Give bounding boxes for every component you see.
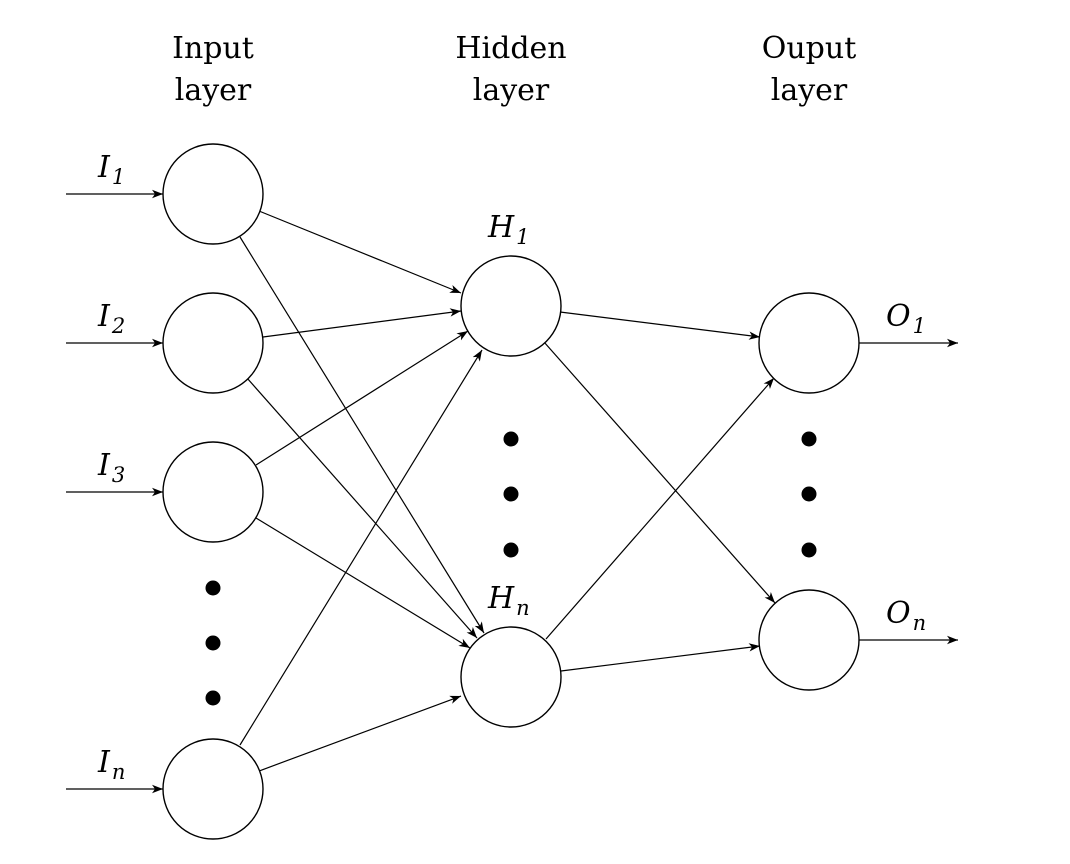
output-layer-title-line2: layer	[771, 73, 848, 108]
input-node-1	[162, 143, 264, 245]
hidden-label-n-sub: n	[516, 596, 530, 620]
output-node-n	[758, 589, 860, 691]
input-label-2-letter: I	[97, 299, 111, 334]
edge-in-h1	[239, 349, 483, 746]
input-label-3: I3	[97, 448, 125, 487]
input-ellipsis	[205, 580, 221, 706]
input-label-3-letter: I	[97, 448, 111, 483]
input-label-3-sub: 3	[112, 463, 125, 487]
edge-i2-hn	[246, 377, 478, 639]
input-layer-title-line2: layer	[175, 73, 252, 108]
output-label-n: On	[886, 596, 926, 635]
hidden-node-1	[460, 255, 562, 357]
edge-i1-h1	[258, 210, 462, 294]
input-label-1-sub: 1	[112, 165, 125, 189]
output-ellipsis-dot	[801, 542, 817, 558]
input-node-2	[162, 292, 264, 394]
edge-i1-hn	[239, 236, 485, 634]
edge-h1-on	[543, 341, 776, 604]
hidden-node-n	[460, 626, 562, 728]
hidden-label-n: Hn	[487, 581, 530, 620]
input-ellipsis-dot	[205, 580, 221, 596]
output-ellipsis-dot	[801, 431, 817, 447]
output-label-n-sub: n	[913, 611, 927, 635]
hidden-ellipsis-dot	[503, 542, 519, 558]
hidden-layer-title-line1: Hidden	[455, 31, 566, 66]
edge-i2-h1	[262, 308, 462, 338]
output-label-1-sub: 1	[913, 314, 926, 338]
edge-hn-o1	[545, 377, 775, 640]
hidden-ellipsis-dot	[503, 431, 519, 447]
hidden-layer-title: Hidden layer	[455, 31, 566, 108]
input-ellipsis-dot	[205, 690, 221, 706]
input-label-1: I1	[97, 150, 125, 189]
hidden-label-1-letter: H	[487, 210, 515, 245]
input-label-n: In	[97, 745, 125, 784]
edge-i3-h1	[255, 330, 469, 466]
hidden-ellipsis	[503, 431, 519, 558]
output-ellipsis	[801, 431, 817, 558]
input-label-1-letter: I	[97, 150, 111, 185]
output-label-1-letter: O	[886, 299, 911, 334]
input-label-2-sub: 2	[111, 314, 125, 338]
output-node-1	[758, 292, 860, 394]
output-layer-title-line1: Ouput	[762, 31, 857, 66]
output-layer-title: Ouput layer	[762, 31, 857, 108]
hidden-ellipsis-dot	[503, 486, 519, 502]
input-layer-title-line1: Input	[172, 31, 254, 66]
edge-hn-on	[560, 643, 761, 672]
input-layer-title: Input layer	[172, 31, 254, 108]
input-node-n	[162, 738, 264, 840]
hidden-label-n-letter: H	[487, 581, 515, 616]
input-label-n-letter: I	[97, 745, 111, 780]
hidden-layer-title-line2: layer	[473, 73, 550, 108]
hidden-label-1: H1	[487, 210, 530, 249]
input-node-3	[162, 441, 264, 543]
input-label-n-sub: n	[112, 760, 126, 784]
edge-h1-o1	[559, 311, 761, 340]
input-label-2: I2	[97, 299, 125, 338]
hidden-label-1-sub: 1	[516, 225, 529, 249]
input-ellipsis-dot	[205, 635, 221, 651]
edge-i3-hn	[255, 517, 471, 649]
output-label-1: O1	[886, 299, 926, 338]
edge-in-hn	[258, 695, 462, 772]
output-ellipsis-dot	[801, 486, 817, 502]
output-label-n-letter: O	[886, 596, 911, 631]
